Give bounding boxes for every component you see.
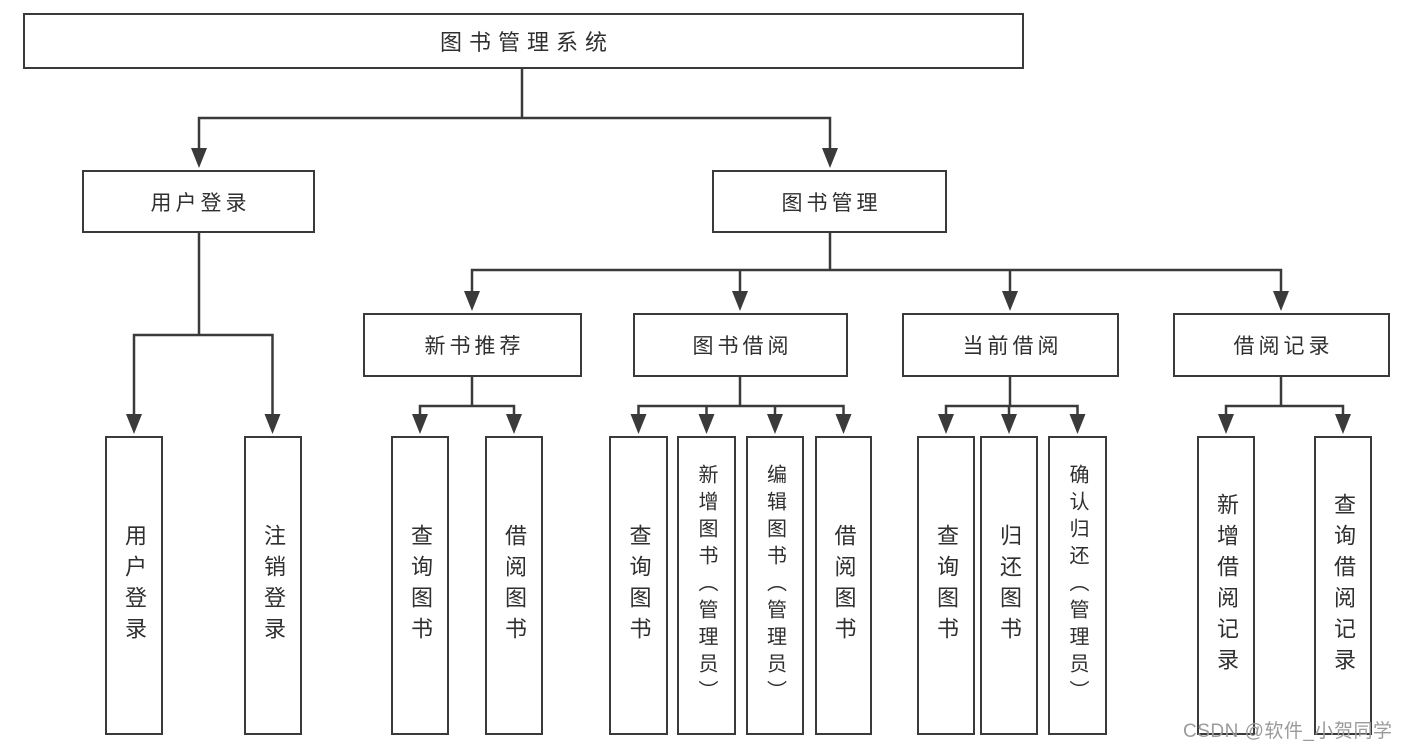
leaf-add-books-admin-label: 新增图书（管理员）	[695, 464, 717, 707]
leaf-logout: 注销登录	[244, 436, 302, 735]
node-book-borrowing: 图书借阅	[633, 313, 848, 377]
leaf-query-books-recommend: 查询图书	[391, 436, 449, 735]
node-book-management: 图书管理	[712, 170, 947, 233]
node-root: 图书管理系统	[23, 13, 1024, 69]
node-user-login-label: 用户登录	[150, 191, 251, 215]
node-book-management-label: 图书管理	[781, 191, 882, 215]
leaf-return-books-label: 归还图书	[997, 523, 1022, 648]
leaf-query-books-current: 查询图书	[917, 436, 975, 735]
leaf-return-books: 归还图书	[980, 436, 1038, 735]
node-borrowing-records-label: 借阅记录	[1233, 335, 1334, 358]
leaf-logout-label: 注销登录	[261, 523, 286, 648]
leaf-edit-books-admin: 编辑图书（管理员）	[746, 436, 804, 735]
leaf-query-borrow-record: 查询借阅记录	[1314, 436, 1372, 735]
leaf-query-borrow-record-label: 查询借阅记录	[1331, 492, 1356, 679]
leaf-user-login-label: 用户登录	[122, 523, 147, 648]
arrowheads	[126, 148, 1351, 434]
leaf-confirm-return-admin: 确认归还（管理员）	[1048, 436, 1107, 735]
node-root-label: 图书管理系统	[439, 30, 614, 55]
leaf-user-login: 用户登录	[105, 436, 163, 735]
leaf-borrow-books-recommend-label: 借阅图书	[502, 523, 527, 648]
leaf-confirm-return-admin-label: 确认归还（管理员）	[1066, 464, 1088, 707]
leaf-add-borrow-record: 新增借阅记录	[1197, 436, 1255, 735]
leaf-query-books-current-label: 查询图书	[934, 523, 959, 648]
leaf-borrow-books: 借阅图书	[815, 436, 872, 735]
node-book-borrowing-label: 图书借阅	[692, 335, 793, 358]
node-current-borrowing: 当前借阅	[902, 313, 1119, 377]
leaf-borrow-books-recommend: 借阅图书	[485, 436, 543, 735]
leaf-add-books-admin: 新增图书（管理员）	[677, 436, 736, 735]
node-new-book-recommend-label: 新书推荐	[424, 335, 525, 358]
leaf-edit-books-admin-label: 编辑图书（管理员）	[763, 464, 786, 707]
node-new-book-recommend: 新书推荐	[363, 313, 582, 377]
leaf-add-borrow-record-label: 新增借阅记录	[1214, 492, 1239, 679]
node-user-login: 用户登录	[82, 170, 315, 233]
leaf-query-books-recommend-label: 查询图书	[408, 523, 433, 648]
leaf-query-books-borrow: 查询图书	[609, 436, 668, 735]
node-current-borrowing-label: 当前借阅	[962, 335, 1063, 358]
node-borrowing-records: 借阅记录	[1173, 313, 1390, 377]
leaf-query-books-borrow-label: 查询图书	[626, 523, 652, 648]
watermark: CSDN @软件_小贺同学	[1183, 721, 1393, 742]
leaf-borrow-books-label: 借阅图书	[831, 523, 857, 648]
